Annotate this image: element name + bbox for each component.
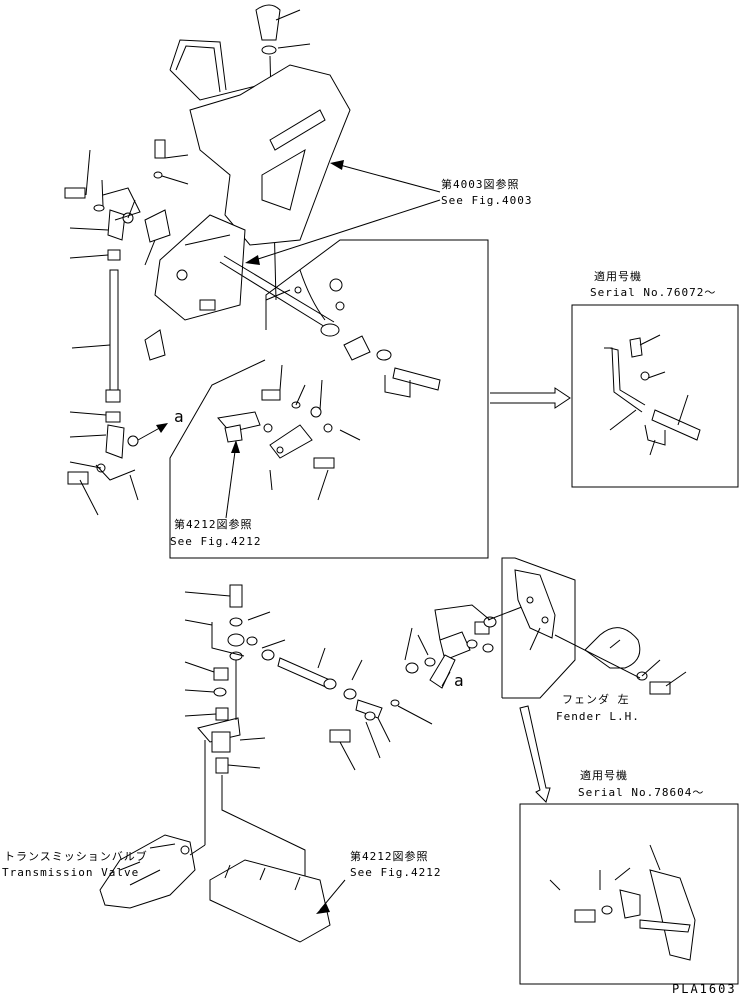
lower-left-leaders (184, 591, 286, 769)
lower-link-rod (246, 636, 433, 771)
transmission-valve (99, 834, 206, 909)
serial-box-arrow-upper (490, 387, 571, 409)
connection-mark-a-upper: a (174, 407, 186, 426)
fender-label-en: Fender L.H. (556, 710, 640, 723)
serial-lower-label-en: Serial No.78604～ (578, 786, 705, 799)
valve-body-lower (209, 859, 346, 943)
fender-label-jp: フェンダ 左 (562, 693, 630, 706)
serial-box-upper (571, 304, 739, 488)
connection-arrow-a-upper (137, 423, 168, 441)
lower-bellcrank (404, 597, 546, 689)
serial-upper-label-en: Serial No.76072～ (590, 286, 717, 299)
upper-lever-bracket (217, 364, 361, 501)
connection-arrow-a-lower (441, 671, 451, 687)
fig4003-label-en: See Fig.4003 (441, 194, 533, 207)
fig4212-lower-label-jp: 第4212図参照 (350, 850, 429, 863)
upper-link-rod (64, 139, 171, 485)
fig4003-label-jp: 第4003図参照 (441, 178, 520, 191)
fig4212-upper-label-en: See Fig.4212 (170, 535, 262, 548)
serial-box-arrow-lower (519, 705, 551, 803)
bracket-plate (144, 214, 246, 361)
fig4212-lower-label-en: See Fig.4212 (350, 866, 442, 879)
connection-mark-a-lower: a (454, 671, 466, 690)
serial-box-lower (519, 803, 739, 985)
lower-left-stack (197, 584, 306, 880)
fig4212-upper-pointer (225, 440, 240, 519)
drawing-code: PLA1603 (672, 982, 737, 996)
fig4003-pointers (245, 160, 441, 265)
upper-reference-box (169, 239, 489, 559)
transmission-valve-label-jp: トランスミッションバルブ (4, 850, 148, 863)
lever-guard-frame (169, 39, 351, 246)
fig4212-upper-label-jp: 第4212図参照 (174, 518, 253, 531)
fender-bracket (501, 557, 687, 699)
serial-lower-label-jp: 適用号機 (580, 769, 628, 782)
transmission-valve-label-en: Transmission Valve (2, 866, 140, 879)
upper-left-leaders (69, 149, 189, 516)
serial-upper-label-jp: 適用号機 (594, 270, 642, 283)
cross-shaft (219, 255, 441, 398)
